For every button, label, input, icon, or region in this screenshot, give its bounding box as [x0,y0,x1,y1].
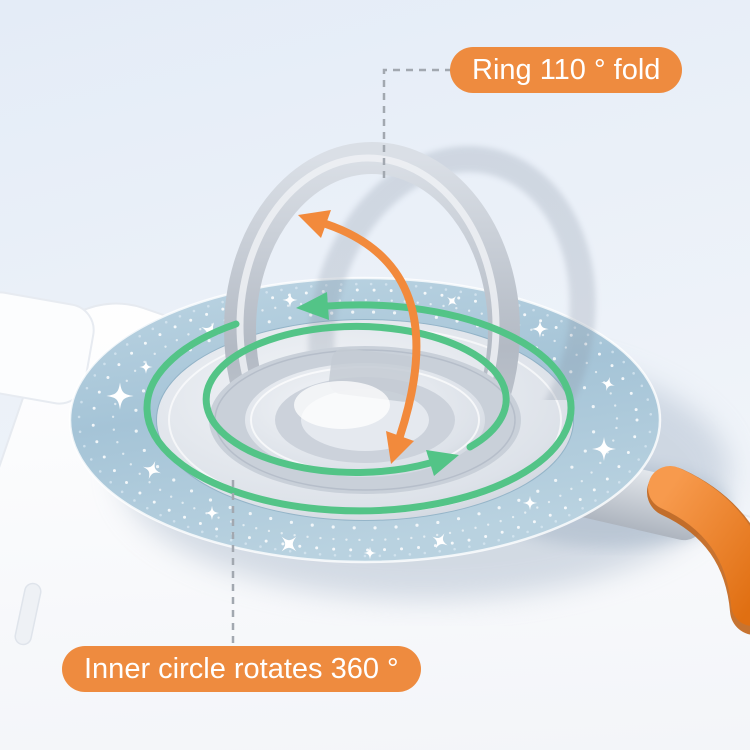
fold-arrow [298,210,421,464]
callout-inner-rotate-label: Inner circle rotates 360 ° [84,653,399,685]
inner-rings [209,346,521,494]
fold-ring-shadow [308,146,596,400]
rotation-arrow-outer [143,301,575,515]
rotation-arrow-inner [202,322,510,476]
center-highlight [294,381,390,429]
fold-arrowhead-top [298,210,331,238]
rotation-arrows [143,301,575,515]
leader-lines [231,68,452,646]
callout-inner-rotate: Inner circle rotates 360 ° [62,646,421,692]
rotation-arrowheads [296,292,459,476]
leader-line-top [382,68,452,182]
side-button [14,582,42,646]
strap [648,466,750,626]
callout-ring-fold: Ring 110 ° fold [450,47,683,93]
charger-pad [0,291,95,405]
glitter-sparkle-dots [77,282,653,558]
fold-arrowhead-bottom [386,431,414,464]
callout-ring-fold-label: Ring 110 ° fold [472,54,661,86]
